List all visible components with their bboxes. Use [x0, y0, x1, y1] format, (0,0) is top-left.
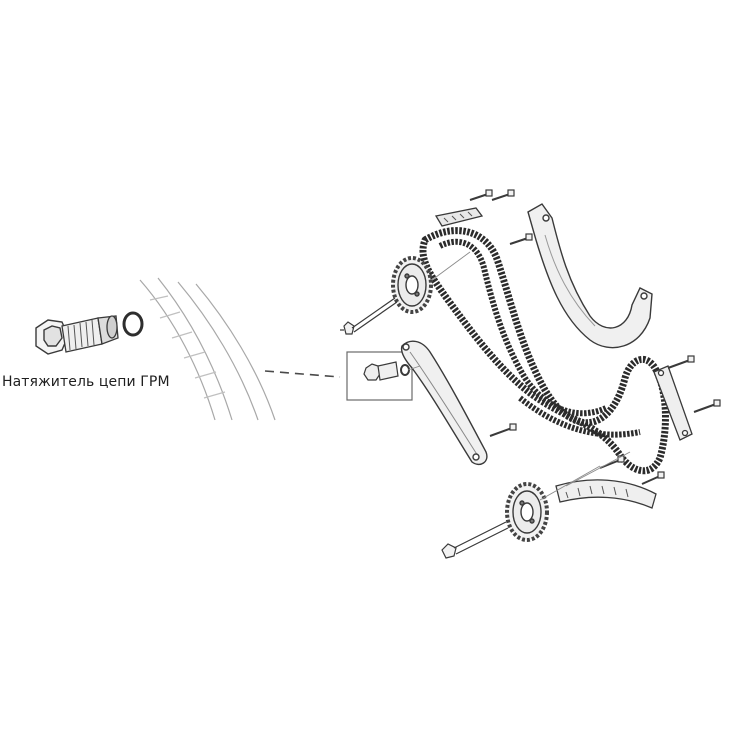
lower-camshaft-sprocket — [505, 482, 549, 542]
upper-guide-rail — [527, 203, 653, 349]
small-bolt-top-right — [491, 189, 515, 201]
small-bolt-right-1 — [667, 355, 695, 369]
chain-lower-strand — [518, 395, 641, 438]
mounting-bolts — [340, 189, 721, 559]
engine-wall-outline — [139, 277, 276, 421]
tensioner-threaded-body — [61, 315, 119, 353]
chain-inner-strand — [438, 238, 608, 417]
top-slide-guide — [434, 207, 484, 227]
tensioner-hex-head — [35, 319, 69, 355]
tensioner-detail-inset — [35, 277, 276, 421]
lower-guide-rail — [555, 479, 657, 509]
tensioner-small — [363, 361, 410, 381]
sealing-ring-large — [122, 311, 144, 337]
small-bolt-upper-rail — [509, 233, 533, 245]
assembly-guide-lines — [407, 251, 631, 501]
small-bolt-right-2 — [693, 399, 721, 413]
lower-sprocket-bolt — [441, 521, 509, 559]
small-bolt-lower-rail-2 — [641, 471, 665, 485]
tensioner-rail — [400, 340, 488, 466]
sealing-ring-small — [400, 364, 410, 376]
tensioner-highlight-box — [346, 351, 413, 401]
right-guide-rail — [653, 365, 693, 441]
callout-leader-line — [264, 370, 341, 378]
tensioner-callout-label: Натяжитель цепи ГРМ — [2, 374, 170, 390]
upper-camshaft-sprocket — [391, 256, 433, 314]
small-bolt-tensioner-rail — [489, 423, 517, 437]
small-bolt-top-left — [469, 189, 493, 201]
upper-sprocket-bolt — [340, 297, 398, 335]
